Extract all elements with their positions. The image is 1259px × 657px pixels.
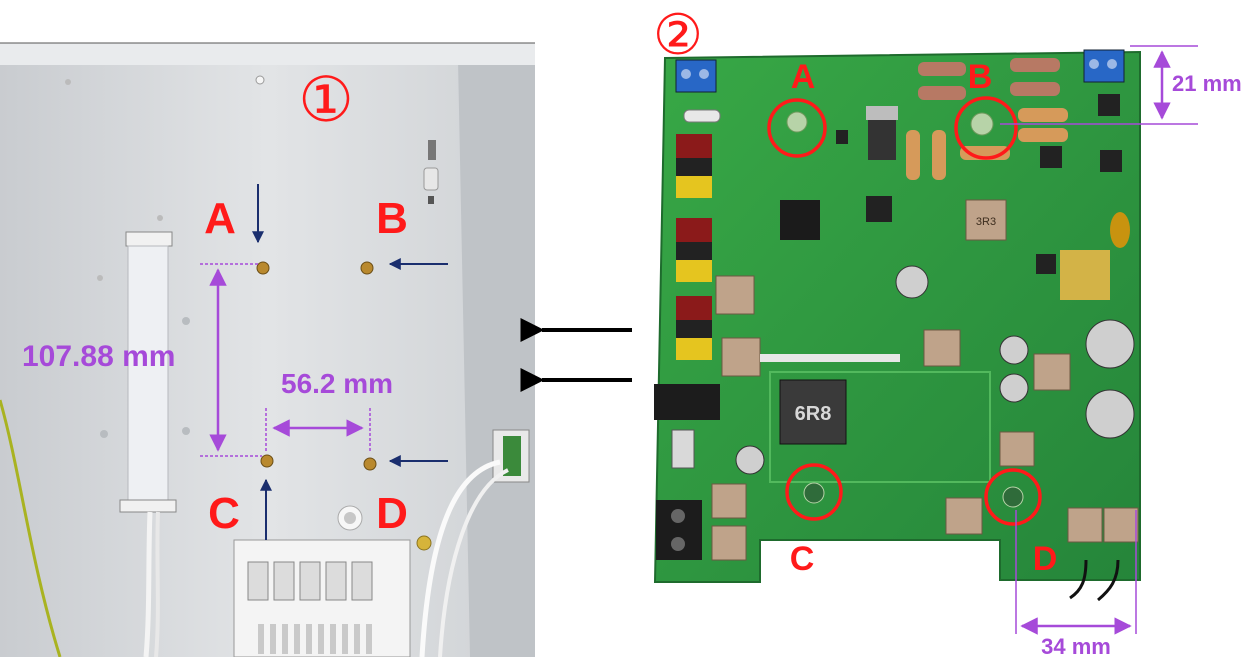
circle-hole-c — [785, 463, 843, 521]
hole-label-a-photo-2: A — [791, 58, 816, 96]
earth-wire — [0, 399, 62, 657]
circle-hole-d — [984, 468, 1042, 526]
standoff-b — [360, 261, 374, 275]
ribbon-cable — [127, 245, 169, 509]
capacitors — [735, 265, 1135, 475]
battery-terminal — [656, 500, 702, 560]
photo-1-marker: ① — [298, 63, 354, 136]
inductor-label: 6R8 — [795, 403, 832, 425]
enclosure-top-ledge — [0, 43, 535, 65]
vertical-dimension-label: 107.88 mm — [22, 340, 175, 373]
hole-label-c-photo-2: C — [790, 540, 815, 578]
horizontal-dimension-label: 56.2 mm — [281, 368, 393, 399]
bottom-dimension-label: 34 mm — [1041, 634, 1111, 657]
ribbon-clip-bottom — [119, 499, 177, 513]
photo-2-marker: ② — [653, 3, 703, 68]
inductors — [711, 199, 1139, 561]
ribbon-clip-top — [125, 231, 173, 247]
hole-label-d-photo-1: D — [376, 489, 408, 538]
enclosure-side-wall — [458, 43, 535, 657]
resistors — [906, 58, 1068, 180]
hole-label-c-photo-1: C — [208, 489, 240, 538]
hole-label-b-photo-2: B — [968, 58, 993, 96]
standoff-d — [363, 457, 377, 471]
standoff-c — [260, 454, 274, 468]
relay — [654, 384, 720, 420]
chip-marking-label: 3R3 — [976, 216, 996, 228]
photo-enclosure: ① A B C D 107.88 mm 56.2 mm — [0, 42, 535, 657]
hole-label-d-photo-2: D — [1033, 540, 1058, 578]
main-inductor — [779, 379, 847, 445]
circle-hole-a — [767, 98, 827, 158]
standoff-a — [256, 261, 270, 275]
wall-clip — [428, 140, 436, 160]
mcu-chip — [780, 200, 820, 240]
photo-pcb: 3R3 6R8 — [653, 3, 1242, 657]
circle-hole-b — [954, 96, 1018, 160]
top-dimension-label: 21 mm — [1172, 71, 1242, 96]
hole-label-b-photo-1: B — [376, 194, 408, 243]
hole-label-a-photo-1: A — [204, 194, 236, 243]
connector-column — [676, 134, 712, 360]
